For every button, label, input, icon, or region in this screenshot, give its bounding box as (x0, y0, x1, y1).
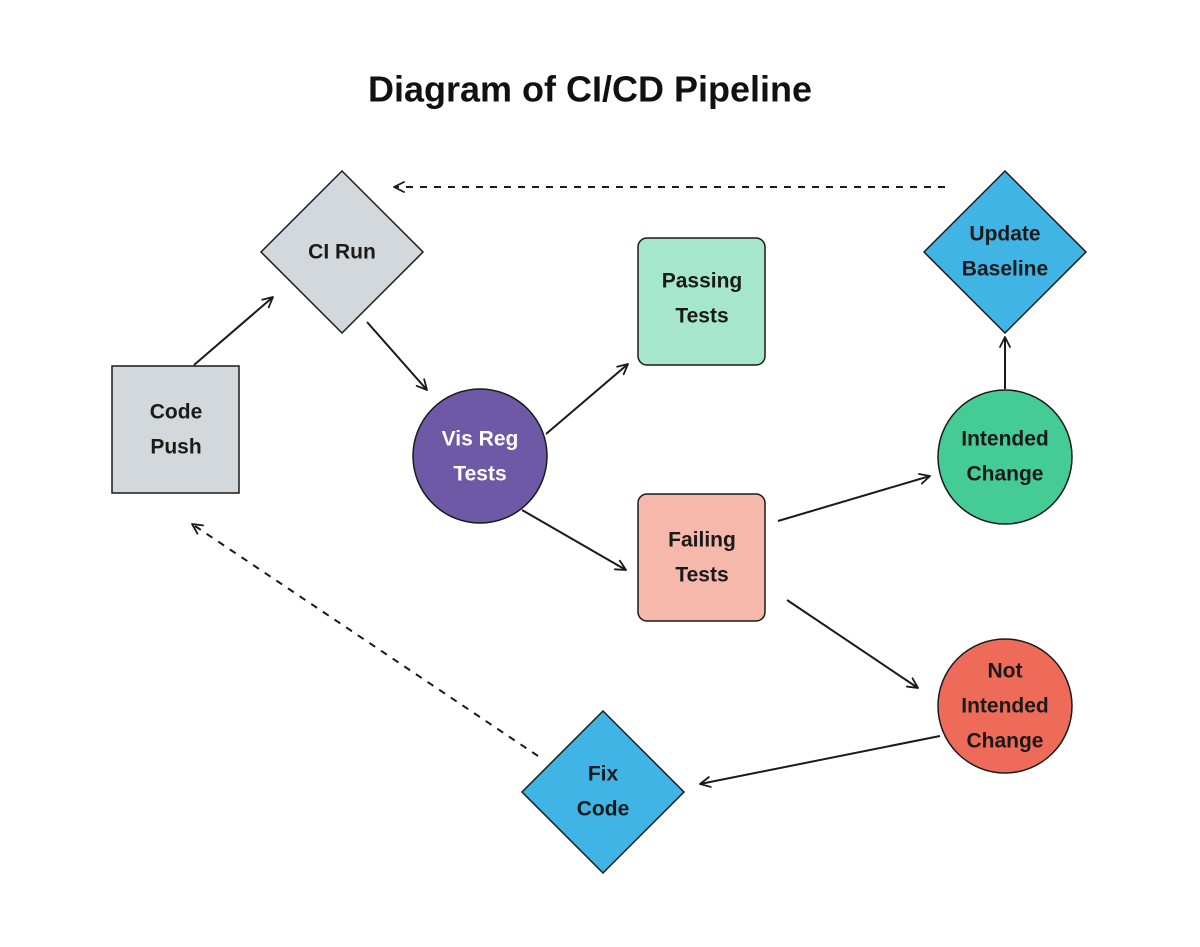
edge-code-push-to-ci-run (193, 296, 274, 366)
node-fix-code: Fix Code (520, 709, 686, 875)
failing-tests-shape (637, 493, 766, 622)
update-baseline-shape (922, 169, 1088, 335)
ci-run-shape (259, 169, 425, 335)
diagram-title: Diagram of CI/CD Pipeline (368, 69, 812, 110)
edge-failing-tests-to-intended-change (777, 473, 931, 522)
vis-reg-tests-label-line1: Vis Reg (442, 428, 519, 451)
failing-tests-label-line2: Tests (675, 564, 728, 587)
fix-code-label-line1: Fix (588, 763, 619, 786)
intended-change-label-line2: Change (966, 463, 1043, 486)
not-intended-change-shape (937, 638, 1073, 774)
node-ci-run: CI Run (259, 169, 425, 335)
update-baseline-label-line2: Baseline (962, 258, 1048, 281)
node-code-push: Code Push (111, 365, 240, 494)
code-push-label-line2: Push (150, 436, 201, 459)
edge-ci-run-to-vis-reg-tests (366, 321, 428, 391)
intended-change-label-line1: Intended (961, 428, 1049, 451)
not-intended-change-label-line2: Intended (961, 695, 1049, 718)
node-failing-tests: Failing Tests (637, 493, 766, 622)
fix-code-label-line2: Code (577, 798, 630, 821)
passing-tests-label-line2: Tests (675, 305, 728, 328)
node-vis-reg-tests: Vis Reg Tests (412, 388, 548, 524)
node-not-intended-change: Not Intended Change (937, 638, 1073, 774)
edge-failing-tests-to-not-intended-change (786, 599, 919, 689)
update-baseline-label-line1: Update (969, 223, 1040, 246)
edges (191, 181, 1011, 788)
failing-tests-label-line1: Failing (668, 529, 736, 552)
vis-reg-tests-label-line2: Tests (453, 463, 506, 486)
fix-code-shape (520, 709, 686, 875)
passing-tests-shape (637, 237, 766, 366)
node-passing-tests: Passing Tests (637, 237, 766, 366)
vis-reg-tests-shape (412, 388, 548, 524)
code-push-shape (111, 365, 240, 494)
not-intended-change-label-line3: Change (966, 730, 1043, 753)
edge-vis-reg-tests-to-failing-tests (521, 509, 627, 571)
ci-run-label: CI Run (308, 241, 376, 264)
not-intended-change-label-line1: Not (988, 660, 1023, 683)
edge-vis-reg-tests-to-passing-tests (545, 363, 629, 435)
code-push-label-line1: Code (150, 401, 203, 424)
edge-not-intended-change-to-fix-code (699, 735, 941, 788)
passing-tests-label-line1: Passing (662, 270, 743, 293)
intended-change-shape (937, 389, 1073, 525)
node-update-baseline: Update Baseline (922, 169, 1088, 335)
node-intended-change: Intended Change (937, 389, 1073, 525)
